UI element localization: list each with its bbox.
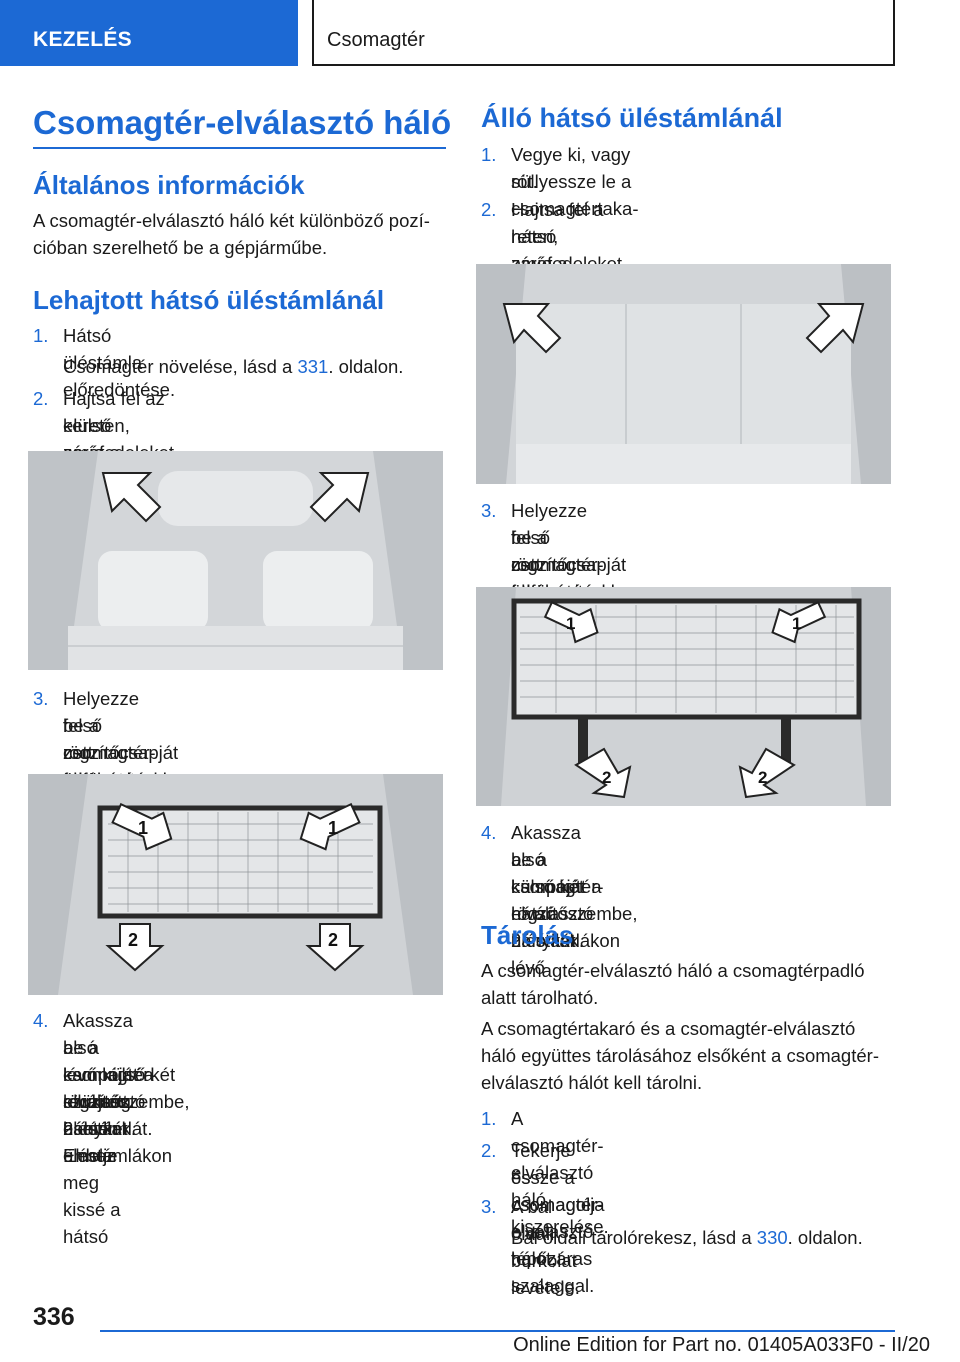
- title-underline: [33, 147, 446, 149]
- step-number: 2.: [33, 388, 49, 409]
- step-text: Tekerje össze a csomagtér-elválasztó hál…: [511, 1140, 604, 1269]
- figure-upright-net-install: 1 1 2 2: [476, 587, 891, 806]
- general-heading: Általános információk: [33, 170, 305, 200]
- storage-heading: Tárolás: [481, 920, 574, 950]
- section-label: KEZELÉS: [33, 28, 132, 51]
- arrow-label-1: 1: [566, 614, 575, 633]
- step-number: 2.: [481, 1140, 497, 1161]
- storage-para2-line1: A csomagtértakaró és a csomagtér-elválas…: [481, 1018, 856, 1039]
- step-number: 4.: [33, 1010, 49, 1031]
- storage-para1-line1: A csomagtér-elválasztó háló a csomagtérp…: [481, 960, 865, 981]
- step-text: alsó kampóját a lehajtott hátsó üléstáml…: [63, 1037, 173, 1166]
- figure-folded-front-covers: [28, 451, 443, 670]
- folded-heading: Lehajtott hátsó üléstámlánál: [33, 285, 385, 315]
- chapter-label: Csomagtér: [327, 29, 425, 51]
- step-number: 3.: [33, 688, 49, 709]
- figure-upright-rear-covers: [476, 264, 891, 484]
- step-text: A bal oldali burkolat levétele.: [511, 1196, 580, 1298]
- page-title: Csomagtér-elválasztó háló: [33, 104, 452, 141]
- step-text: rót.: [511, 171, 538, 192]
- step-text: Hátsó üléstámla előredöntése.: [63, 325, 176, 400]
- step-text: Vegye ki, vagy süllyessze le a csomagtér…: [511, 144, 639, 219]
- step-text: Akassza be a csomagtér-elválasztó háló k…: [511, 822, 604, 951]
- storage-para1-line2: alatt tárolható.: [481, 987, 599, 1008]
- section-tab: KEZELÉS: [0, 0, 298, 66]
- step-number: 1.: [481, 1108, 497, 1129]
- step-number: 3.: [481, 500, 497, 521]
- step-text: Akassza be a csomagtér-elválasztó háló k…: [63, 1010, 156, 1139]
- arrow-label-2: 2: [128, 930, 138, 950]
- general-text-line2: cióban szerelhető be a gépjárműbe.: [33, 237, 328, 258]
- page-number: 336: [33, 1303, 75, 1331]
- upright-heading: Álló hátsó üléstámlánál: [481, 103, 783, 133]
- step-text: külső két rögzítőszembe, 2. nyilak.: [511, 876, 638, 951]
- step-text: üléstámlát.: [63, 1118, 153, 1139]
- chapter-tab: Csomagtér: [312, 0, 895, 66]
- step-text: lévő külső két rögzítőszembe, 2. nyilak.…: [63, 1064, 190, 1166]
- arrow-label-2: 2: [602, 768, 611, 787]
- step-text: A csomagtér-elválasztó háló kiszerelése.: [511, 1108, 609, 1237]
- step-text: szükség esetén emelje meg kissé a hátsó: [63, 1091, 131, 1247]
- page-link[interactable]: 331: [297, 356, 329, 377]
- figure-folded-net-install: 1 1 2 2: [28, 774, 443, 995]
- page-link[interactable]: 330: [756, 1227, 788, 1248]
- arrow-label-1b: 1: [792, 614, 801, 633]
- xref-text: Csomagtér növelése, lásd a: [63, 356, 298, 377]
- storage-para2-line2: háló együttes tárolásához elsőként a cso…: [481, 1045, 879, 1066]
- xref-text-end: . oldalon.: [328, 356, 404, 377]
- step-text: alsó kampóját a hátsó üléstámlákon lévő: [511, 849, 621, 978]
- arrow-label-1: 1: [138, 818, 148, 838]
- xref-text: Bal oldali tárolórekesz, lásd a: [511, 1227, 757, 1248]
- step-number: 3.: [481, 1196, 497, 1217]
- arrow-label-2b: 2: [328, 930, 338, 950]
- cross-reference: Bal oldali tárolórekesz, lásd a 330. old…: [511, 1224, 863, 1251]
- footer-text: Online Edition for Part no. 01405A033F0 …: [513, 1334, 930, 1356]
- step-text: és csomagolja el a tépőzáras szalaggal.: [511, 1167, 605, 1296]
- cross-reference: Csomagtér növelése, lásd a 331. oldalon.: [63, 353, 403, 380]
- step-number: 4.: [481, 822, 497, 843]
- general-text-line1: A csomagtér-elválasztó háló két különböz…: [33, 210, 430, 231]
- arrow-label-2b: 2: [758, 768, 767, 787]
- xref-text-end: . oldalon.: [787, 1227, 863, 1248]
- arrow-label-1b: 1: [328, 818, 338, 838]
- footer-rule: [100, 1330, 895, 1332]
- step-number: 1.: [33, 325, 49, 346]
- storage-para2-line3: elválasztó hálót kell tárolni.: [481, 1072, 703, 1093]
- step-number: 1.: [481, 144, 497, 165]
- step-number: 2.: [481, 199, 497, 220]
